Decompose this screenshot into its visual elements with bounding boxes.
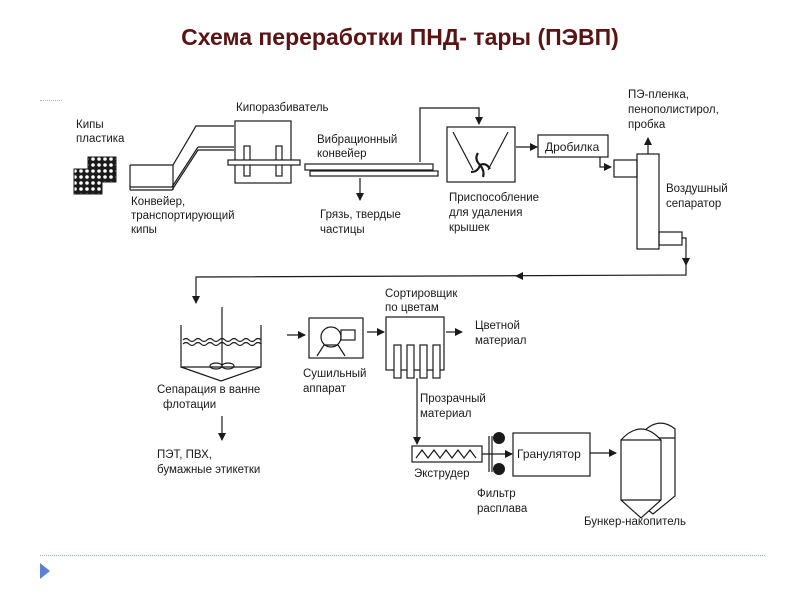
bale-breaker-icon <box>227 120 301 184</box>
down-arrow-icon <box>682 258 690 266</box>
conveyor-label-1: Конвейер, <box>131 196 185 208</box>
flotation-label-2: флотации <box>163 399 216 411</box>
dirt-label-2: частицы <box>320 224 365 236</box>
slide-title: Схема переработки ПНД- тары (ПЭВП) <box>181 24 619 50</box>
flotation-bath-icon <box>180 307 262 382</box>
air-separator-label-2: сепаратор <box>666 198 721 210</box>
bales-label-2: пластика <box>76 133 125 145</box>
vibro-to-cap-arrow <box>419 107 483 162</box>
dryer-label-2: аппарат <box>303 383 347 395</box>
pet-pvc-label-1: ПЭТ, ПВХ, <box>157 449 212 461</box>
color-sorter-label-1: Сортировщик <box>385 288 458 300</box>
return-mid-arrow-icon <box>515 272 523 280</box>
air-separator-label-1: Воздушный <box>666 183 728 195</box>
pe-film-label-1: ПЭ-пленка, <box>628 89 689 101</box>
flotation-label-1: Сепарация в ванне <box>157 384 260 396</box>
vibro-conveyor-label-1: Вибрационный <box>317 134 397 146</box>
clear-material-label-1: Прозрачный <box>420 393 486 405</box>
colored-material-label-2: материал <box>475 335 527 347</box>
storage-bunker-label: Бункер-накопитель <box>584 516 686 528</box>
colored-material-label-1: Цветной <box>475 320 520 332</box>
color-sorter-label-2: по цветам <box>385 302 439 314</box>
granulator-box <box>512 432 591 477</box>
conveyor-label-2: транспортирующий <box>131 210 235 222</box>
melt-filter-icon <box>482 432 513 475</box>
conveyor-label-3: кипы <box>131 224 157 236</box>
vibro-conveyor-label-2: конвейер <box>317 148 367 160</box>
bale-conveyor-icon <box>129 125 234 191</box>
separator-to-flotation-line <box>192 260 687 304</box>
melt-filter-label-1: Фильтр <box>477 488 516 500</box>
bales-label-1: Кипы <box>76 119 104 131</box>
bottom-dotted-rule <box>40 555 765 556</box>
granulator-label: Гранулятор <box>517 447 581 461</box>
crusher-to-separator-arrow <box>599 157 612 171</box>
pe-film-label-3: пробка <box>628 119 666 131</box>
crusher-label: Дробилка <box>545 140 600 154</box>
bale-breaker-label: Кипоразбиватель <box>236 102 329 114</box>
plastic-bales-icon <box>73 156 117 195</box>
color-sorter-icon <box>385 316 445 379</box>
cap-removal-label-1: Приспособление <box>449 192 539 204</box>
dryer-icon <box>308 317 364 359</box>
cap-removal-icon <box>446 126 516 183</box>
clear-material-label-2: материал <box>420 408 472 420</box>
cap-removal-label-2: для удаления <box>449 207 522 219</box>
cap-removal-label-3: крышек <box>449 222 490 234</box>
storage-bunker-icon <box>620 422 676 519</box>
extruder-label: Экструдер <box>414 468 470 480</box>
dirt-label-1: Грязь, твердые <box>320 209 401 221</box>
extruder-icon <box>411 445 483 463</box>
vibration-conveyor-icon <box>304 163 439 177</box>
dryer-label-1: Сушильный <box>303 368 366 380</box>
crusher-box <box>537 134 609 158</box>
bullet-arrow-icon <box>40 563 50 579</box>
pe-film-label-2: пенополистирол, <box>628 104 719 116</box>
top-dotted-rule <box>40 100 62 101</box>
pet-pvc-label-2: бумажные этикетки <box>157 464 260 476</box>
melt-filter-label-2: расплава <box>477 503 528 515</box>
